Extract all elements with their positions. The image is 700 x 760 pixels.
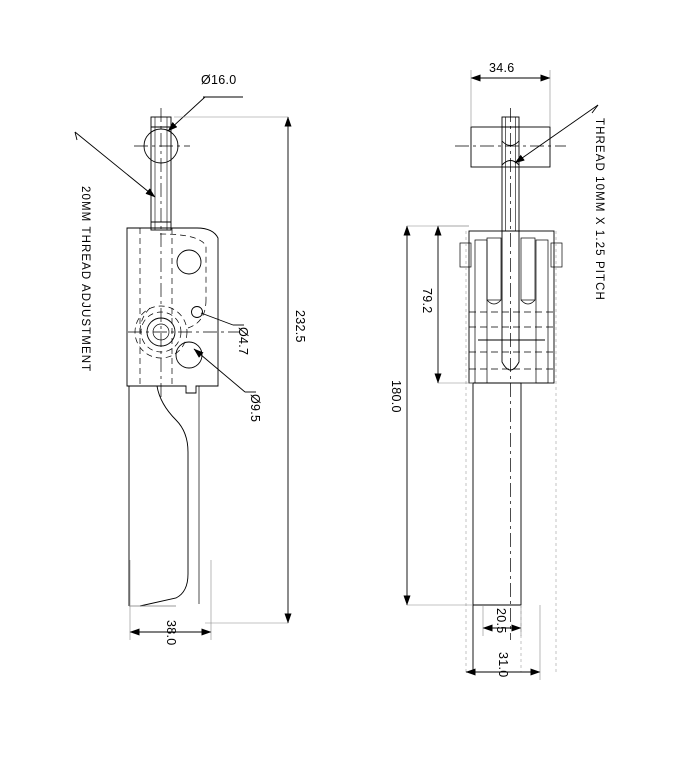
hardware-stack	[459, 230, 563, 384]
small-hole	[191, 306, 203, 318]
dim-outer-width	[465, 605, 541, 680]
dim-label-ball-diameter: Ø16.0	[201, 73, 237, 87]
dim-label-small-hole: Ø4.7	[236, 327, 250, 356]
clamp-body	[126, 227, 219, 394]
leader-thread-adjustment	[74, 131, 156, 198]
dim-label-overall-height: 232.5	[293, 310, 307, 343]
leader-ball-diameter	[167, 96, 243, 132]
dim-label-base-width: 38.0	[164, 620, 178, 646]
leader-small-hole	[200, 312, 244, 326]
dim-lower-span	[403, 225, 473, 606]
dim-label-large-hole: Ø9.5	[248, 394, 262, 423]
leader-large-hole	[193, 348, 256, 393]
dim-label-outer-width: 31.0	[496, 652, 510, 678]
handle-lever	[128, 385, 200, 607]
dim-label-upper-span: 79.2	[420, 288, 434, 314]
dim-label-top-width: 34.6	[489, 61, 515, 75]
lower-boss	[175, 341, 203, 369]
center-lines	[128, 108, 240, 400]
front-shank	[465, 231, 557, 672]
side-elevation-view	[126, 108, 240, 607]
dim-label-lower-span: 180.0	[389, 380, 403, 413]
upper-boss	[176, 249, 202, 275]
note-thread-adjustment: 20MM THREAD ADJUSTMENT	[79, 186, 91, 373]
dim-upper-span	[434, 225, 473, 384]
note-thread-spec: THREAD 10MM X 1.25 PITCH	[593, 118, 605, 301]
leader-thread-spec	[514, 104, 599, 164]
dim-overall-height	[174, 116, 292, 624]
dim-label-inner-width: 20.5	[494, 608, 508, 634]
dim-inner-width	[482, 605, 522, 636]
dim-top-width	[470, 70, 551, 127]
dim-base-width	[129, 560, 212, 640]
front-elevation-view	[455, 108, 566, 672]
front-center-line	[455, 108, 566, 640]
